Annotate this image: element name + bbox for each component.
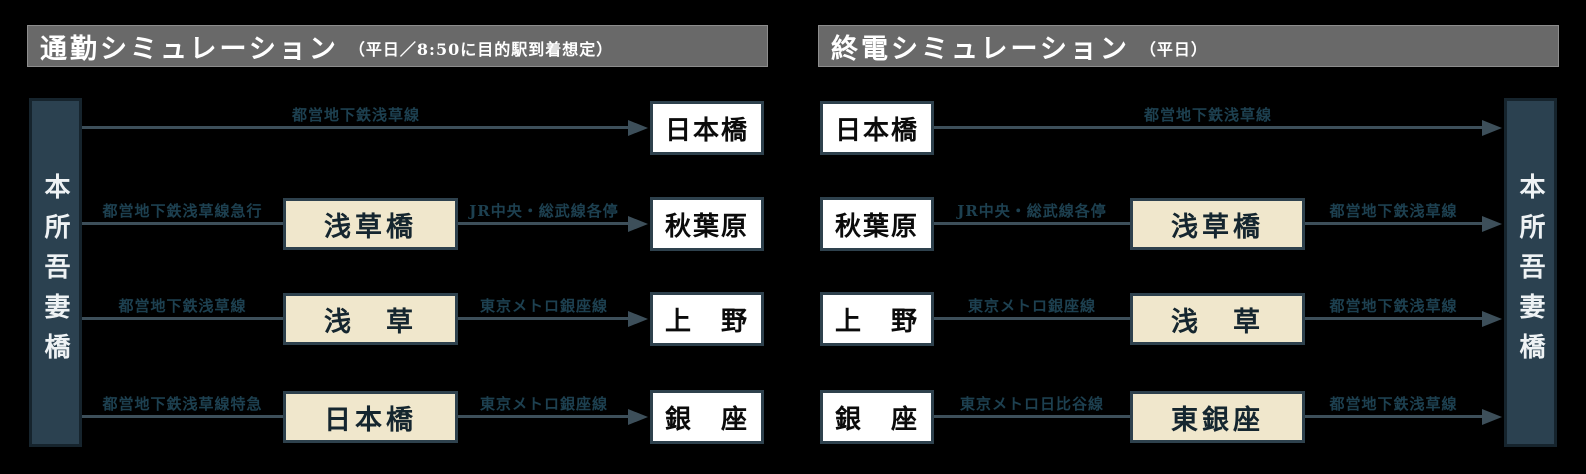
route-line-label: 東京メトロ日比谷線 — [959, 395, 1104, 413]
route-line-label: 都営地下鉄浅草線 — [1143, 106, 1272, 124]
route-line — [934, 222, 1132, 225]
terminal-station-label: 本所吾妻橋 — [40, 172, 70, 373]
terminal-station-label: 本所吾妻橋 — [1515, 172, 1545, 373]
route-line — [458, 415, 630, 418]
origin-station-box: 日本橋 — [820, 101, 934, 155]
arrow-right-icon — [1482, 120, 1502, 136]
route-line-label: 都営地下鉄浅草線 — [291, 106, 420, 124]
route-line — [82, 126, 630, 129]
arrow-right-icon — [628, 120, 648, 136]
destination-station-box: 上 野 — [650, 292, 764, 346]
route-line-label: 東京メトロ銀座線 — [967, 297, 1096, 315]
route-line-label: 東京メトロ銀座線 — [479, 297, 608, 315]
transfer-station-box: 日本橋 — [283, 391, 458, 443]
route-line-label: 都営地下鉄浅草線 — [1329, 395, 1458, 413]
route-line — [934, 415, 1132, 418]
last-train-title: 終電シミュレーション — [831, 33, 1130, 65]
route-line — [82, 317, 285, 320]
arrow-right-icon — [628, 409, 648, 425]
arrow-right-icon — [1482, 216, 1502, 232]
route-line-label: 都営地下鉄浅草線急行 — [102, 202, 263, 220]
route-line — [82, 222, 285, 225]
route-line — [934, 317, 1132, 320]
terminal-station-box-left: 本所吾妻橋 — [29, 98, 82, 447]
arrow-right-icon — [1482, 409, 1502, 425]
route-line-label: 都営地下鉄浅草線 — [1329, 202, 1458, 220]
route-line-label: 都営地下鉄浅草線 — [118, 297, 247, 315]
commute-header-bar: 通勤シミュレーション （平日／8:50に目的駅到着想定） — [27, 25, 768, 67]
arrow-right-icon — [628, 311, 648, 327]
route-line-label: JR中央・総武線各停 — [957, 202, 1107, 220]
route-line-label: 東京メトロ銀座線 — [479, 395, 608, 413]
route-line — [82, 415, 285, 418]
destination-station-box: 銀 座 — [650, 390, 764, 444]
transfer-station-box: 浅 草 — [283, 293, 458, 345]
route-line-label: 都営地下鉄浅草線特急 — [102, 395, 263, 413]
route-line — [1305, 222, 1482, 225]
arrow-right-icon — [1482, 311, 1502, 327]
transfer-station-box: 浅草橋 — [1130, 198, 1305, 250]
origin-station-box: 上 野 — [820, 292, 934, 346]
origin-station-box: 秋葉原 — [820, 197, 934, 251]
last-train-header-bar: 終電シミュレーション （平日） — [818, 25, 1559, 67]
transfer-station-box: 浅草橋 — [283, 198, 458, 250]
route-line — [1305, 415, 1482, 418]
commute-subtitle: （平日／8:50に目的駅到着想定） — [348, 40, 614, 59]
destination-station-box: 秋葉原 — [650, 197, 764, 251]
route-line — [1305, 317, 1482, 320]
route-line — [458, 222, 630, 225]
route-line — [934, 126, 1482, 129]
commute-title: 通勤シミュレーション — [40, 33, 339, 65]
route-line-label: JR中央・総武線各停 — [469, 202, 619, 220]
last-train-subtitle: （平日） — [1139, 40, 1208, 59]
terminal-station-box-right: 本所吾妻橋 — [1504, 98, 1557, 447]
transfer-station-box: 東銀座 — [1130, 391, 1305, 443]
route-line — [458, 317, 630, 320]
origin-station-box: 銀 座 — [820, 390, 934, 444]
arrow-right-icon — [628, 216, 648, 232]
destination-station-box: 日本橋 — [650, 101, 764, 155]
transfer-station-box: 浅 草 — [1130, 293, 1305, 345]
route-line-label: 都営地下鉄浅草線 — [1329, 297, 1458, 315]
